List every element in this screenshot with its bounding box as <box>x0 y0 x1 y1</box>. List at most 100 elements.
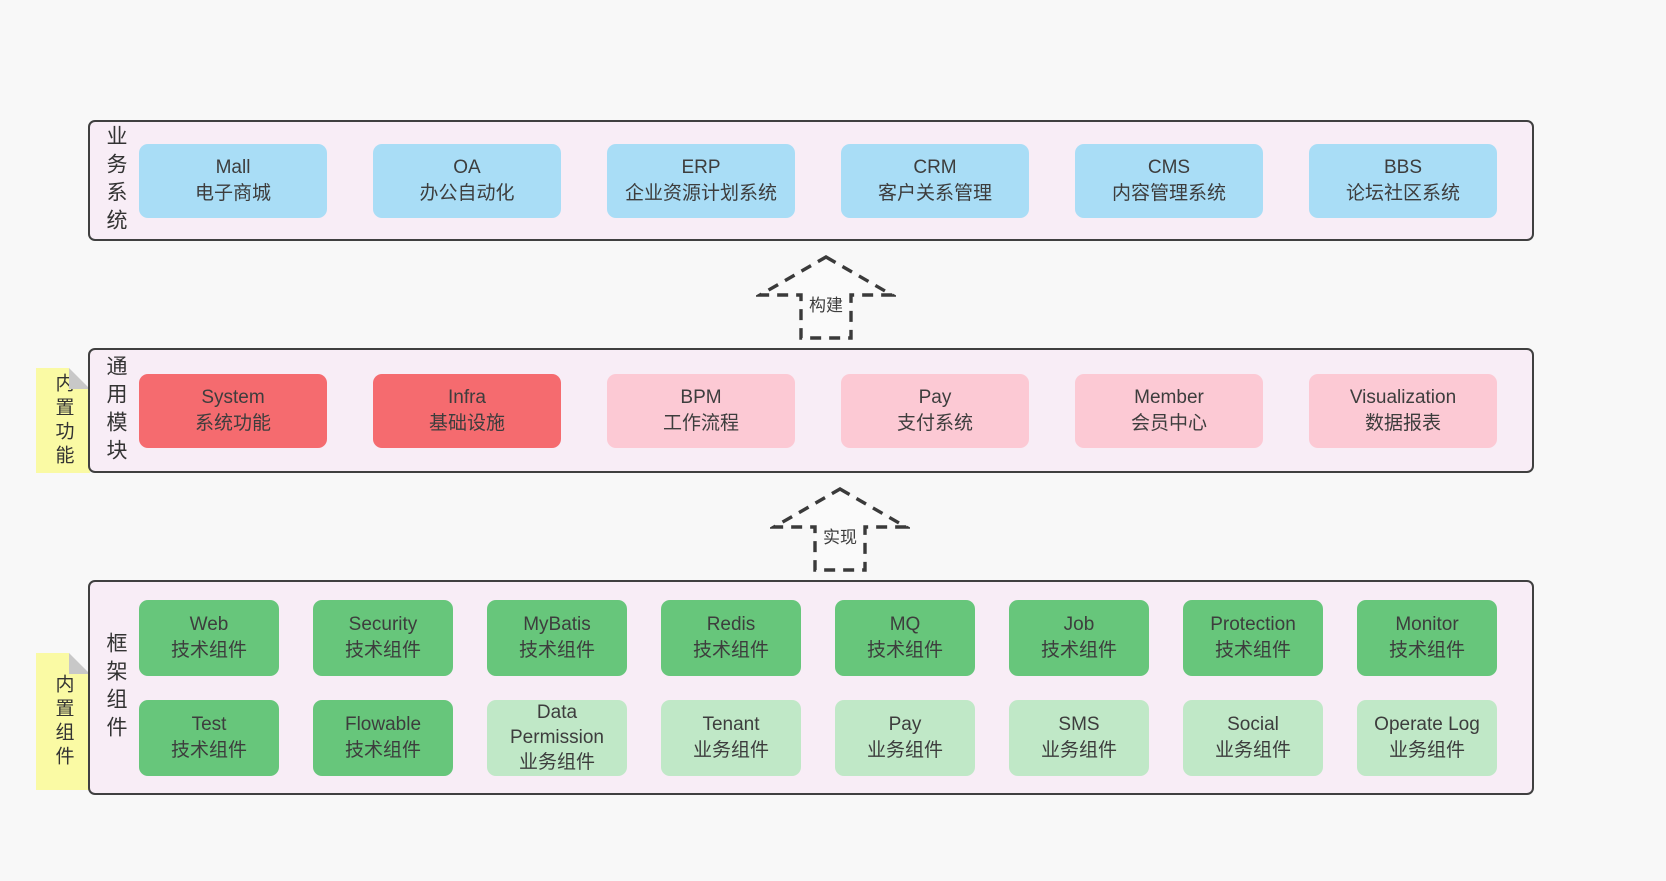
implement-arrow: 实现 <box>770 486 910 574</box>
build-arrow-label: 构建 <box>807 291 845 316</box>
module-box-title: Operate Log <box>1374 714 1480 736</box>
module-box-security: Security 技术组件 <box>313 599 453 676</box>
module-box-title: SMS <box>1058 714 1100 736</box>
module-box-title: Flowable <box>344 714 422 736</box>
module-box-system: System 系统功能 <box>139 373 327 448</box>
implement-arrow-label: 实现 <box>821 523 859 548</box>
module-box-subtitle: 业务组件 <box>866 739 943 761</box>
module-box-title: Mall <box>215 157 251 179</box>
module-box-job: Job 技术组件 <box>1009 599 1149 676</box>
module-box-title: Pay <box>918 387 952 409</box>
note-text: 内置组件 <box>52 673 74 770</box>
module-box-subtitle: 电子商城 <box>194 182 271 204</box>
module-box-subtitle: 工作流程 <box>662 412 739 434</box>
module-box-title: Pay <box>888 714 922 736</box>
module-box-title: System <box>201 387 265 409</box>
module-box-flowable: Flowable 技术组件 <box>313 699 453 776</box>
module-box-title: Redis <box>706 614 756 636</box>
module-box-subtitle: 客户关系管理 <box>877 182 992 204</box>
build-arrow: 构建 <box>756 254 896 342</box>
module-box-title: Protection <box>1210 614 1296 636</box>
module-box-title: ERP <box>681 157 721 179</box>
layer-label-framework-components: 框架组件 <box>104 631 127 744</box>
module-box-title: OA <box>453 157 481 179</box>
module-box-pay: Pay 业务组件 <box>835 699 975 776</box>
module-box-test: Test 技术组件 <box>139 699 279 776</box>
module-box-subtitle: 技术组件 <box>866 639 943 661</box>
module-box-social: Social 业务组件 <box>1183 699 1323 776</box>
module-box-subtitle: 业务组件 <box>1388 739 1465 761</box>
modules-boxes-row: System 系统功能 Infra 基础设施 BPM 工作流程 Pay 支付系统 Member 会… <box>139 373 1497 448</box>
module-box-infra: Infra 基础设施 <box>373 373 561 448</box>
module-box-subtitle: 支付系统 <box>896 412 973 434</box>
module-box-subtitle: 业务组件 <box>1040 739 1117 761</box>
module-box-title: Social <box>1227 714 1279 736</box>
module-box-oa: OA 办公自动化 <box>373 143 561 218</box>
module-box-subtitle: 会员中心 <box>1130 412 1207 434</box>
module-box-title: CRM <box>913 157 957 179</box>
module-box-protection: Protection 技术组件 <box>1183 599 1323 676</box>
module-box-pay: Pay 支付系统 <box>841 373 1029 448</box>
module-box-title: Security <box>348 614 418 636</box>
module-box-title: BBS <box>1383 157 1423 179</box>
module-box-title: Visualization <box>1349 387 1457 409</box>
module-box-subtitle: 基础设施 <box>428 412 505 434</box>
module-box-subtitle: 技术组件 <box>344 639 421 661</box>
module-box-mybatis: MyBatis 技术组件 <box>487 599 627 676</box>
module-box-subtitle: 技术组件 <box>344 739 421 761</box>
module-box-subtitle: 技术组件 <box>1040 639 1117 661</box>
module-box-cms: CMS 内容管理系统 <box>1075 143 1263 218</box>
module-box-monitor: Monitor 技术组件 <box>1357 599 1497 676</box>
module-box-title: Data Permission <box>510 701 604 748</box>
module-box-title: Member <box>1134 387 1204 409</box>
module-box-member: Member 会员中心 <box>1075 373 1263 448</box>
module-box-crm: CRM 客户关系管理 <box>841 143 1029 218</box>
note-text: 内置功能 <box>52 372 74 469</box>
module-box-subtitle: 技术组件 <box>170 639 247 661</box>
module-box-title: MQ <box>889 614 921 636</box>
module-box-title: Infra <box>447 387 487 409</box>
module-box-erp: ERP 企业资源计划系统 <box>607 143 795 218</box>
module-box-title: MyBatis <box>523 614 591 636</box>
module-box-mq: MQ 技术组件 <box>835 599 975 676</box>
module-box-operate-log: Operate Log 业务组件 <box>1357 699 1497 776</box>
module-box-subtitle: 企业资源计划系统 <box>624 182 777 204</box>
module-box-tenant: Tenant 业务组件 <box>661 699 801 776</box>
module-box-subtitle: 办公自动化 <box>419 182 515 204</box>
layer-label-common-modules: 通用模块 <box>104 354 127 467</box>
module-box-title: Monitor <box>1395 614 1459 636</box>
note-fold-corner <box>69 368 90 389</box>
module-box-subtitle: 系统功能 <box>194 412 271 434</box>
module-box-visualization: Visualization 数据报表 <box>1309 373 1497 448</box>
module-box-web: Web 技术组件 <box>139 599 279 676</box>
module-box-subtitle: 业务组件 <box>1214 739 1291 761</box>
module-box-title: Tenant <box>702 714 760 736</box>
module-box-mall: Mall 电子商城 <box>139 143 327 218</box>
module-box-subtitle: 技术组件 <box>692 639 769 661</box>
module-box-subtitle: 内容管理系统 <box>1111 182 1226 204</box>
module-box-subtitle: 技术组件 <box>518 639 595 661</box>
module-box-bpm: BPM 工作流程 <box>607 373 795 448</box>
module-box-title: Job <box>1063 614 1095 636</box>
layer-label-business-systems: 业务系统 <box>104 124 127 237</box>
module-box-title: Web <box>189 614 229 636</box>
module-box-title: CMS <box>1147 157 1191 179</box>
module-box-subtitle: 技术组件 <box>1388 639 1465 661</box>
module-box-subtitle: 业务组件 <box>692 739 769 761</box>
module-box-subtitle: 数据报表 <box>1364 412 1441 434</box>
module-box-title: BPM <box>680 387 722 409</box>
layer-common-modules: 通用模块 System 系统功能 Infra 基础设施 BPM 工作流程 Pay 支付系统 Me… <box>88 348 1534 473</box>
module-box-redis: Redis 技术组件 <box>661 599 801 676</box>
layer-business-systems: 业务系统 Mall 电子商城 OA 办公自动化 ERP 企业资源计划系统 CRM 客户关系管理… <box>88 120 1534 241</box>
module-box-title: Test <box>191 714 227 736</box>
module-box-subtitle: 技术组件 <box>1214 639 1291 661</box>
module-box-sms: SMS 业务组件 <box>1009 699 1149 776</box>
module-box-subtitle: 技术组件 <box>170 739 247 761</box>
